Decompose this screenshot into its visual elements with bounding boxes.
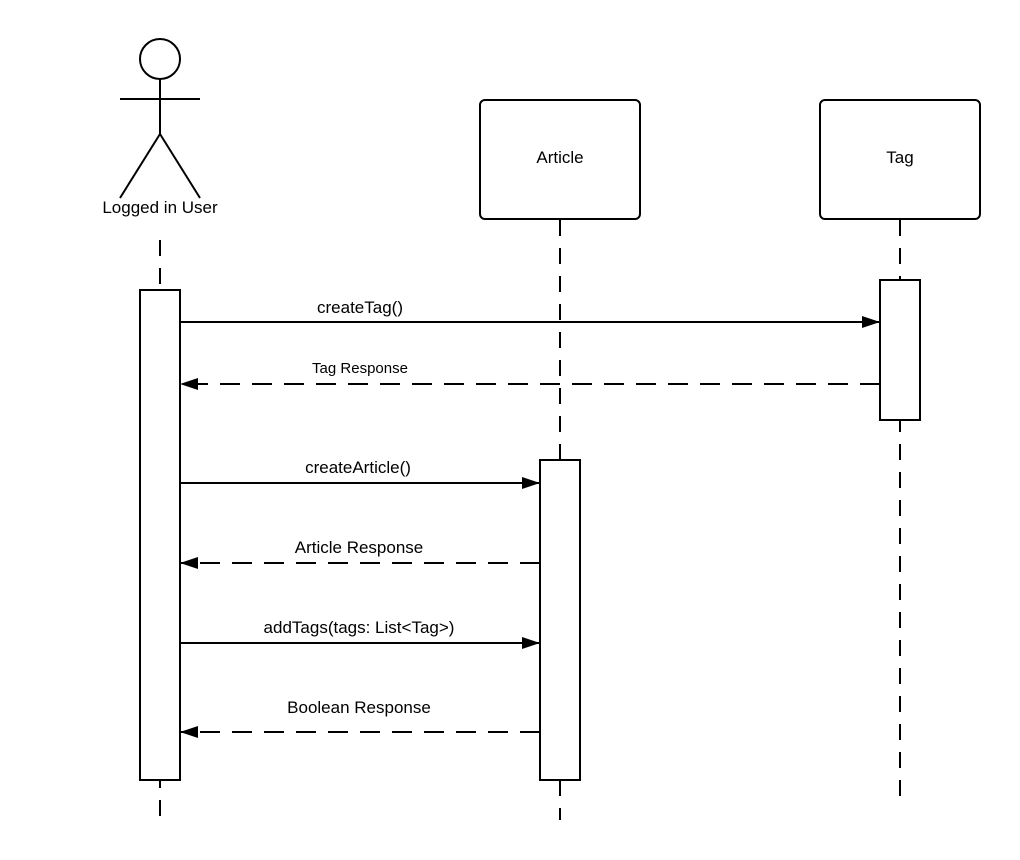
message-boolean-response[interactable]: Boolean Response <box>180 698 540 738</box>
message-create-tag[interactable]: createTag() <box>180 298 880 328</box>
actor-left-leg <box>119 133 161 199</box>
message-label: addTags(tags: List<Tag>) <box>264 618 455 637</box>
message-label: Boolean Response <box>287 698 431 717</box>
participant-article-box <box>479 99 641 220</box>
message-tag-response[interactable]: Tag Response <box>180 360 880 390</box>
participant-tag[interactable]: Tag <box>819 99 981 220</box>
actor-head <box>139 38 181 80</box>
article-activation-bar <box>539 459 581 781</box>
participant-article-label: Article <box>536 148 583 167</box>
message-add-tags[interactable]: addTags(tags: List<Tag>) <box>180 618 540 649</box>
participant-tag-box <box>819 99 981 220</box>
message-label: createArticle() <box>305 458 411 477</box>
message-article-response[interactable]: Article Response <box>180 538 540 569</box>
message-label: Tag Response <box>312 360 408 377</box>
tag-activation-bar <box>879 279 921 421</box>
message-create-article[interactable]: createArticle() <box>180 458 540 489</box>
message-label: createTag() <box>317 298 403 317</box>
participant-tag-label: Tag <box>886 148 913 167</box>
actor-label: Logged in User <box>102 198 218 217</box>
actor-user[interactable]: Logged in User <box>102 38 218 217</box>
participant-article[interactable]: Article <box>479 99 641 220</box>
user-activation-bar <box>139 289 181 781</box>
message-label: Article Response <box>295 538 424 557</box>
actor-right-leg <box>159 133 201 199</box>
